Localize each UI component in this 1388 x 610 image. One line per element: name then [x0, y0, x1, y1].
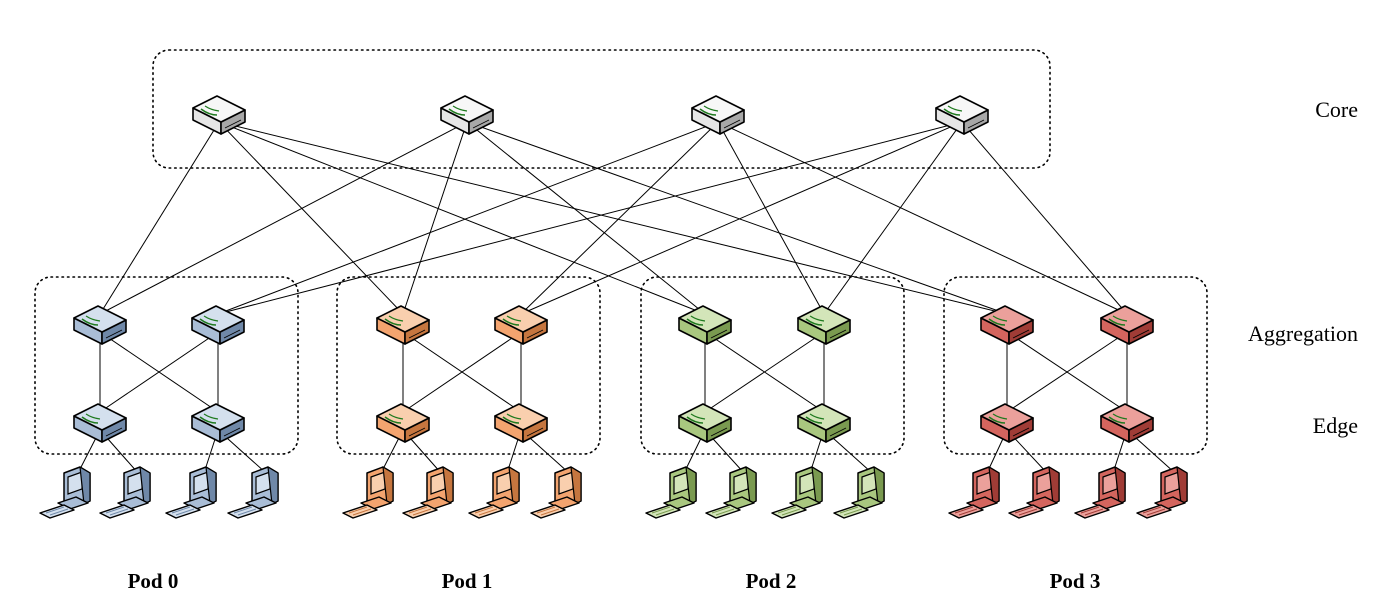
pod-1-aggregation-switch-1-network-switch-icon: [494, 305, 548, 345]
link-agg-edge-pod2: [704, 331, 825, 413]
pod-3-aggregation-switch-0-network-switch-icon: [980, 305, 1034, 345]
pod-2-host-1-desktop-computer-icon: [705, 466, 757, 519]
pod-2-host-3-desktop-computer-icon: [833, 466, 885, 519]
pod-3-host-3-desktop-computer-icon: [1136, 466, 1188, 519]
core-layer-label: Core: [1315, 97, 1358, 122]
pod-1-aggregation-switch-0-network-switch-icon: [376, 305, 430, 345]
core-switch-3-network-switch-icon: [935, 95, 989, 135]
pod-0-aggregation-switch-1-network-switch-icon: [191, 305, 245, 345]
pod-3-host-0-desktop-computer-icon: [948, 466, 1000, 519]
pod-1-host-2-desktop-computer-icon: [468, 466, 520, 519]
link-core2-pod1: [520, 121, 719, 315]
pod-3-edge-switch-1-network-switch-icon: [1100, 403, 1154, 443]
pod-3-host-2-desktop-computer-icon: [1074, 466, 1126, 519]
link-agg-edge-pod1: [402, 331, 522, 413]
link-core1-pod0: [99, 121, 468, 315]
link-core1-pod2: [466, 121, 706, 315]
link-agg-edge-pod0: [99, 331, 219, 413]
link-core0-pod1: [218, 121, 404, 315]
pod-2-label: Pod 2: [746, 569, 797, 593]
pod-0-host-1-desktop-computer-icon: [99, 466, 151, 519]
pod-0-host-2-desktop-computer-icon: [165, 466, 217, 519]
link-core0-pod3: [218, 121, 1008, 315]
core-group-box: [152, 49, 1051, 169]
pod-2-group-box: [640, 276, 905, 455]
pod-2-host-2-desktop-computer-icon: [771, 466, 823, 519]
aggregation-layer-label: Aggregation: [1248, 321, 1358, 346]
pod-3-host-1-desktop-computer-icon: [1008, 466, 1060, 519]
link-core1-pod1: [402, 121, 468, 315]
pod-2-aggregation-switch-0-network-switch-icon: [678, 305, 732, 345]
core-switch-0-network-switch-icon: [192, 95, 246, 135]
link-core2-pod2: [717, 121, 825, 315]
pod-3-aggregation-switch-1-network-switch-icon: [1100, 305, 1154, 345]
link-core3-pod2: [823, 121, 963, 315]
pod-1-edge-switch-1-network-switch-icon: [494, 403, 548, 443]
pod-1-host-1-desktop-computer-icon: [402, 466, 454, 519]
pod-1-host-3-desktop-computer-icon: [530, 466, 582, 519]
link-core3-pod3: [961, 121, 1128, 315]
core-switch-2-network-switch-icon: [691, 95, 745, 135]
pod-3-group-box: [943, 276, 1208, 455]
link-core0-pod0: [99, 121, 220, 315]
link-core3-pod0: [217, 121, 963, 315]
pod-0-edge-switch-0-network-switch-icon: [73, 403, 127, 443]
pod-0-host-3-desktop-computer-icon: [227, 466, 279, 519]
link-core1-pod3: [466, 121, 1008, 315]
link-core2-pod0: [217, 121, 719, 315]
pod-0-aggregation-switch-0-network-switch-icon: [73, 305, 127, 345]
pod-3-edge-switch-0-network-switch-icon: [980, 403, 1034, 443]
link-core2-pod3: [717, 121, 1128, 315]
link-agg-edge-pod3: [1006, 331, 1128, 413]
pod-0-edge-switch-1-network-switch-icon: [191, 403, 245, 443]
pod-2-aggregation-switch-1-network-switch-icon: [797, 305, 851, 345]
pod-3-label: Pod 3: [1050, 569, 1101, 593]
core-switch-1-network-switch-icon: [440, 95, 494, 135]
pod-1-label: Pod 1: [442, 569, 493, 593]
pod-2-edge-switch-1-network-switch-icon: [797, 403, 851, 443]
nodes: [39, 95, 1188, 519]
pod-1-group-box: [336, 276, 601, 455]
pod-0-label: Pod 0: [128, 569, 179, 593]
pod-0-group-box: [34, 276, 299, 455]
link-core0-pod2: [218, 121, 706, 315]
pod-1-edge-switch-0-network-switch-icon: [376, 403, 430, 443]
link-core3-pod1: [520, 121, 963, 315]
pod-2-edge-switch-0-network-switch-icon: [678, 403, 732, 443]
pod-1-host-0-desktop-computer-icon: [342, 466, 394, 519]
pod-0-host-0-desktop-computer-icon: [39, 466, 91, 519]
pod-2-host-0-desktop-computer-icon: [645, 466, 697, 519]
edge-layer-label: Edge: [1313, 413, 1358, 438]
group-boxes: [34, 49, 1208, 455]
